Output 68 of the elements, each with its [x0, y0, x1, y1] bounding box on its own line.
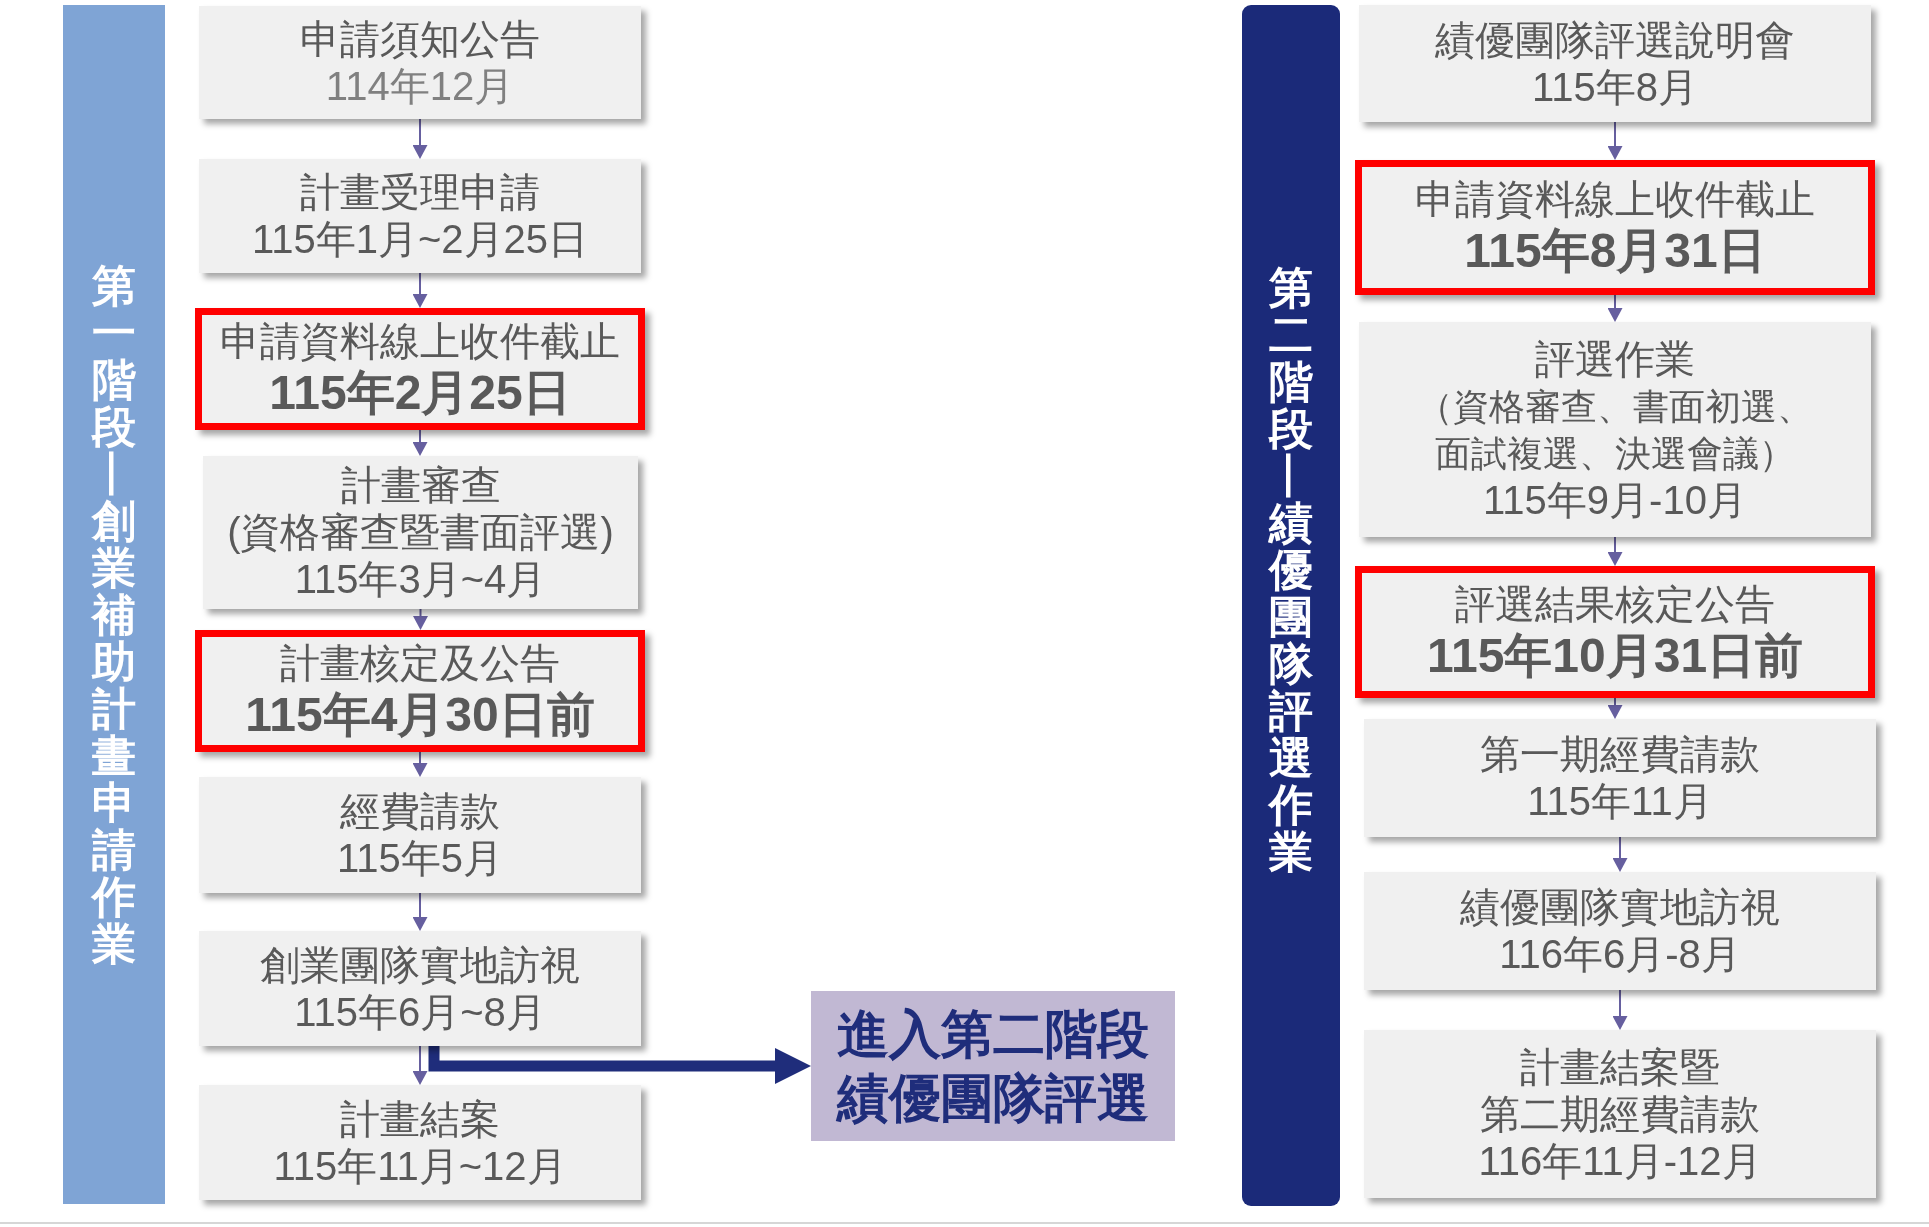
phase-label: 第二階段—績優團隊評選作業 [1269, 264, 1313, 875]
step-title: 申請須知公告 [300, 15, 540, 63]
arrow [412, 1045, 428, 1085]
step-title: 第一期經費請款 [1480, 731, 1760, 778]
step-title: 經費請款 [340, 788, 500, 835]
arrow [412, 429, 428, 456]
step-box [199, 777, 641, 893]
step-date: 115年11月 [1527, 778, 1713, 825]
step-box [199, 931, 641, 1046]
step-box [1364, 1030, 1876, 1198]
step-date: 115年9月-10月 [1483, 476, 1747, 524]
step-date: 115年4月30日前 [245, 686, 595, 743]
step-date: 115年1月~2月25日 [251, 216, 589, 263]
step-detail: 第二期經費請款 [1480, 1090, 1760, 1138]
step-title: 計畫結案暨 [1520, 1043, 1720, 1091]
step-date: 115年8月31日 [1464, 223, 1766, 279]
step-title: 評選作業 [1535, 335, 1695, 383]
step-title: 評選結果核定公告 [1455, 580, 1775, 628]
step-date: 115年10月31日前 [1426, 627, 1804, 684]
next-phase-box [811, 991, 1175, 1141]
step-date: 116年11月-12月 [1478, 1137, 1762, 1185]
arrow [412, 272, 428, 308]
step-date: 115年11月~12月 [273, 1142, 567, 1190]
highlighted-step-box [1355, 566, 1875, 698]
arrow [412, 751, 428, 777]
step-date: 115年8月 [1532, 63, 1698, 111]
step-date: 115年6月~8月 [294, 988, 546, 1036]
step-title: 績優團隊實地訪視 [1460, 884, 1780, 931]
arrow [412, 118, 428, 159]
step-date: 115年3月~4月 [294, 556, 547, 603]
phase-band [63, 5, 165, 1204]
highlighted-step-box [195, 630, 645, 752]
step-box [199, 159, 641, 273]
step-title: 計畫結案 [340, 1095, 500, 1143]
phase-band [1242, 5, 1340, 1206]
highlighted-step-box [1355, 160, 1875, 295]
step-box [1359, 322, 1871, 537]
step-box [203, 456, 638, 609]
highlighted-step-box [195, 308, 645, 430]
step-detail: (資格審查暨書面評選) [227, 509, 614, 556]
arrow [1607, 536, 1623, 566]
arrow [413, 608, 428, 630]
step-date: 115年2月25日 [269, 364, 571, 421]
phase-label: 第一階段—創業補助計畫申請作業 [92, 262, 136, 967]
step-title: 申請資料線上收件截止 [1415, 176, 1815, 223]
arrow [1607, 121, 1623, 160]
step-detail: （資格審查、書面初選、面試複選、決選會議） [1416, 384, 1814, 476]
step-date: 115年5月 [337, 835, 503, 882]
step-title: 計畫審查 [340, 462, 501, 509]
arrow [1612, 989, 1628, 1030]
thick-arrow [428, 1046, 811, 1084]
step-box [199, 6, 641, 119]
step-title: 計畫受理申請 [300, 169, 540, 216]
step-title: 績優團隊評選說明會 [1435, 16, 1795, 64]
step-date: 114年12月 [325, 62, 515, 110]
step-title: 計畫核定及公告 [280, 639, 560, 687]
arrow [1612, 836, 1628, 872]
step-title: 創業團隊實地訪視 [260, 941, 580, 989]
next-phase-label: 進入第二階段績優團隊評選 [835, 1004, 1150, 1129]
arrow [1607, 697, 1623, 719]
step-box [1364, 719, 1876, 837]
step-box [1359, 5, 1871, 122]
step-date: 116年6月-8月 [1499, 931, 1741, 978]
arrow [412, 892, 428, 931]
step-box [199, 1085, 641, 1200]
arrow [1607, 294, 1623, 322]
step-box [1364, 872, 1876, 990]
step-title: 申請資料線上收件截止 [220, 317, 620, 365]
